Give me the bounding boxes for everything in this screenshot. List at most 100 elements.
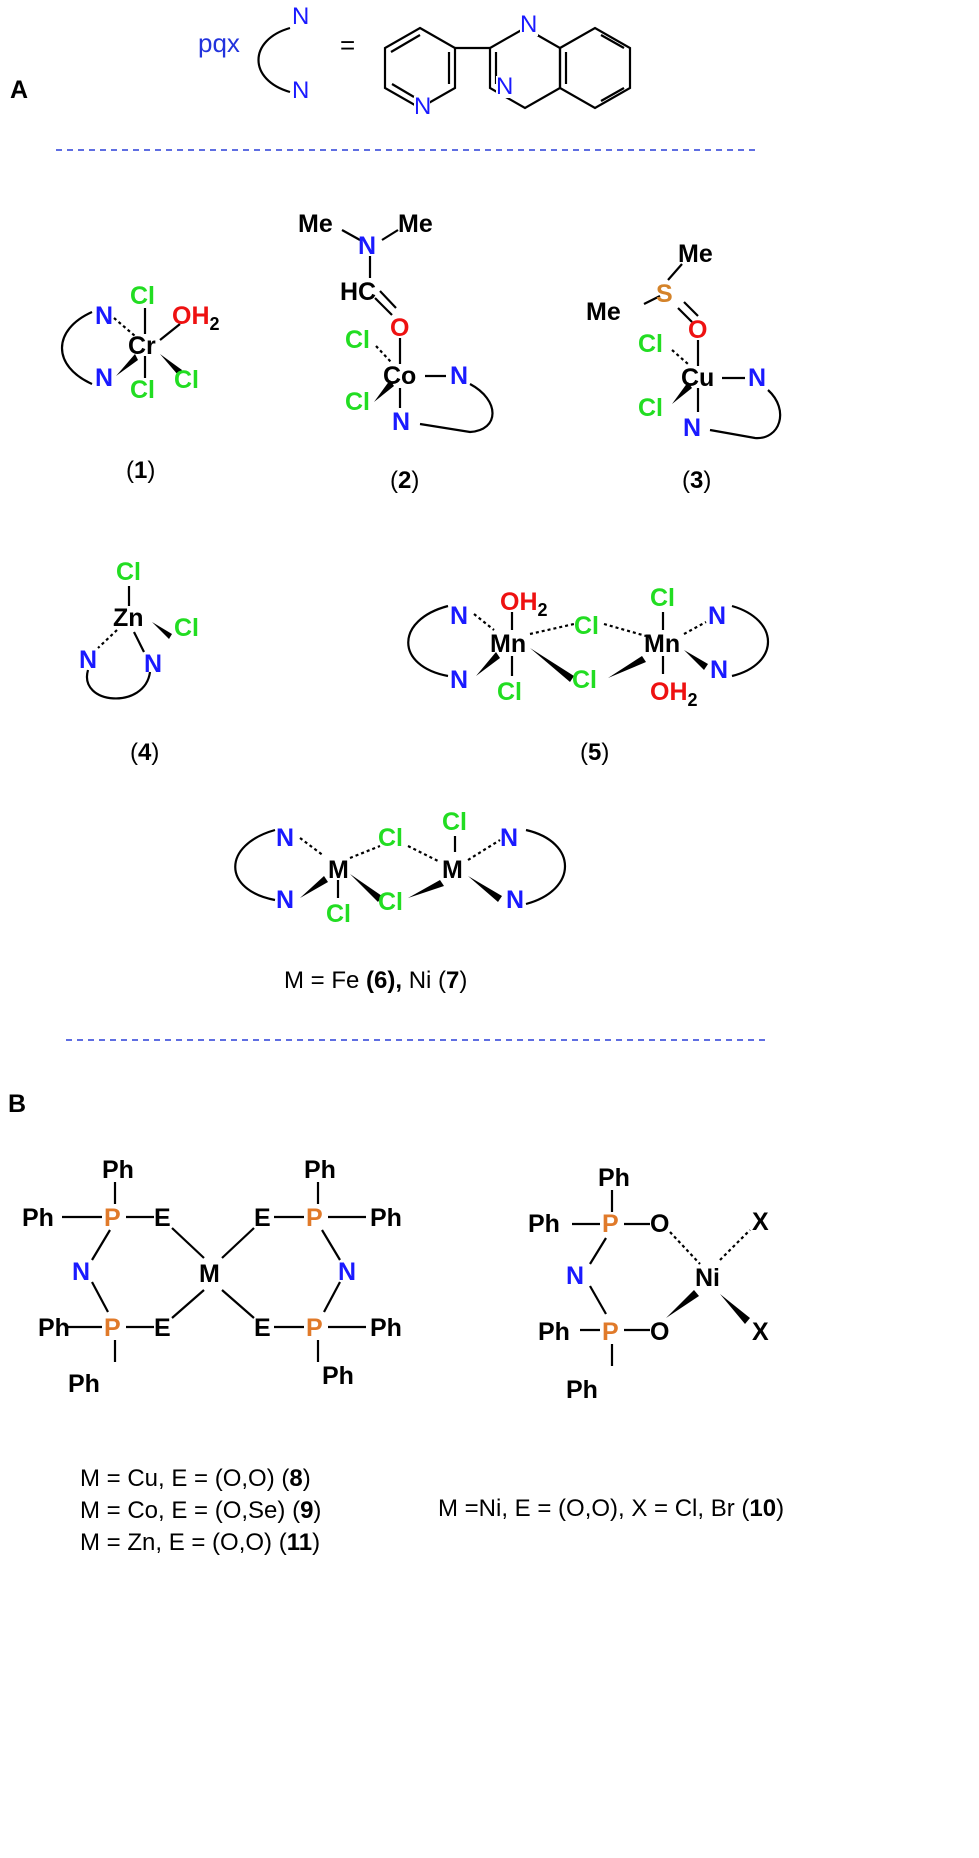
quinoxaline-n-bottom: N <box>496 73 513 100</box>
svg-text:OH2: OH2 <box>650 678 698 710</box>
nickel-chelate-complex: Ph Ph P O N Ph P O Ph Ni X X <box>528 1164 769 1404</box>
b-ph-5: Ph <box>304 1156 336 1184</box>
pqx-n-bottom: N <box>292 77 309 104</box>
c1-oh2: OH <box>172 302 210 330</box>
c4-cl-right: Cl <box>174 614 199 642</box>
pyridine-n: N <box>414 93 431 120</box>
b-ph-7: Ph <box>370 1314 402 1342</box>
c3-cl-bottom: Cl <box>638 394 663 422</box>
b-e-4: E <box>254 1314 271 1342</box>
c67-cl-bridge-bottom: Cl <box>378 888 403 916</box>
c1-caption: 1 <box>134 457 147 484</box>
c3-s: S <box>656 280 673 308</box>
c1-cl-top: Cl <box>130 282 155 310</box>
c67-cl-bottom-left: Cl <box>326 900 351 928</box>
b-e-2: E <box>154 1314 171 1342</box>
svg-text:OH2: OH2 <box>172 302 220 334</box>
c2-hc: HC <box>340 278 376 306</box>
c67-cl-top-right: Cl <box>442 808 467 836</box>
c67-caption-6: (6), <box>366 967 402 994</box>
c5-cl-top-right: Cl <box>650 584 675 612</box>
c67-n-br: N <box>506 886 524 914</box>
svg-text:(2): (2) <box>390 467 419 494</box>
c67-n-tl: N <box>276 824 294 852</box>
c2-metal: Co <box>383 362 416 390</box>
c2-cl-bottom: Cl <box>345 388 370 416</box>
ni-p-1: P <box>602 1210 619 1238</box>
c1-cl-bottom: Cl <box>130 376 155 404</box>
c67-caption-7: 7 <box>446 967 459 994</box>
c4-cl-top: Cl <box>116 558 141 586</box>
c2-o: O <box>390 314 409 342</box>
b-ph-1: Ph <box>102 1156 134 1184</box>
c3-cl-top: Cl <box>638 330 663 358</box>
c5-cl-bridge-top: Cl <box>574 612 599 640</box>
c5-metal-left: Mn <box>490 630 526 658</box>
c3-me-left: Me <box>586 298 621 326</box>
c3-me-top: Me <box>678 240 713 268</box>
c2-me-right: Me <box>398 210 433 238</box>
ni-x-1: X <box>752 1208 769 1236</box>
pqx-n-top: N <box>292 3 309 30</box>
ni-ph-1: Ph <box>598 1164 630 1192</box>
svg-text:M = Fe (6), Ni (7): M = Fe (6), Ni (7) <box>284 967 467 994</box>
c2-caption: 2 <box>398 467 411 494</box>
c67-caption-pre: M = Fe <box>284 967 366 994</box>
c5-cl-bottom-left: Cl <box>497 678 522 706</box>
ni-ph-4: Ph <box>566 1376 598 1404</box>
c2-n: N <box>358 232 376 260</box>
c3-caption: 3 <box>690 467 703 494</box>
c67-cl-bridge-top: Cl <box>378 824 403 852</box>
c67-metal-left: M <box>328 856 349 884</box>
pqx-equals: = <box>340 30 355 60</box>
caption-8: M = Cu, E = (O,O) (8) <box>80 1465 311 1492</box>
b-n-1: N <box>72 1258 90 1286</box>
svg-text:(4): (4) <box>130 739 159 766</box>
c67-metal-right: M <box>442 856 463 884</box>
svg-text:OH2: OH2 <box>500 588 548 620</box>
svg-text:(5): (5) <box>580 739 609 766</box>
b-ph-8: Ph <box>322 1362 354 1390</box>
ni-o-2: O <box>650 1318 669 1346</box>
panel-a-label: A <box>10 76 28 104</box>
c5-oh2-bottom: OH <box>650 678 688 706</box>
ni-o-1: O <box>650 1210 669 1238</box>
b-p-3: P <box>306 1204 323 1232</box>
c1-metal: Cr <box>128 332 156 360</box>
quinoxaline-rings <box>488 26 632 110</box>
svg-text:(1): (1) <box>126 457 155 484</box>
c4-n-left: N <box>79 646 97 674</box>
c5-n-bl: N <box>450 666 468 694</box>
c4-metal: Zn <box>113 604 144 632</box>
bis-chelate-complex: Ph Ph P E N Ph P E Ph M E P Ph Ph N E P … <box>22 1156 402 1398</box>
c67-caption-mid: Ni ( <box>402 967 446 994</box>
b-ph-4: Ph <box>68 1370 100 1398</box>
c67-n-bl: N <box>276 886 294 914</box>
c5-oh2-top: OH <box>500 588 538 616</box>
c5-n-br: N <box>710 656 728 684</box>
b-p-2: P <box>104 1314 121 1342</box>
b-ph-6: Ph <box>370 1204 402 1232</box>
complex-5: N N OH2 Mn Cl Cl Cl Mn Cl OH2 N N (5) <box>407 584 770 766</box>
c4-n-right: N <box>144 650 162 678</box>
c3-n-bottom: N <box>683 414 701 442</box>
c3-n-right: N <box>748 364 766 392</box>
c5-metal-right: Mn <box>644 630 680 658</box>
b-n-2: N <box>338 1258 356 1286</box>
c5-n-tr: N <box>708 602 726 630</box>
complex-2: Me N Me HC O Cl Cl Co N N (2) <box>298 210 494 494</box>
complex-4: Cl Zn Cl N N (4) <box>79 558 199 766</box>
caption-11: M = Zn, E = (O,O) (11) <box>80 1529 320 1556</box>
ni-p-2: P <box>602 1318 619 1346</box>
panel-b-label: B <box>8 1090 26 1118</box>
c4-caption: 4 <box>138 739 152 766</box>
c67-caption-end: ) <box>459 967 467 994</box>
c3-o: O <box>688 316 707 344</box>
svg-text:(3): (3) <box>682 467 711 494</box>
c5-cl-bridge-bottom: Cl <box>572 666 597 694</box>
c1-n-bottom: N <box>95 364 113 392</box>
c2-cl-top: Cl <box>345 326 370 354</box>
c2-me-left: Me <box>298 210 333 238</box>
